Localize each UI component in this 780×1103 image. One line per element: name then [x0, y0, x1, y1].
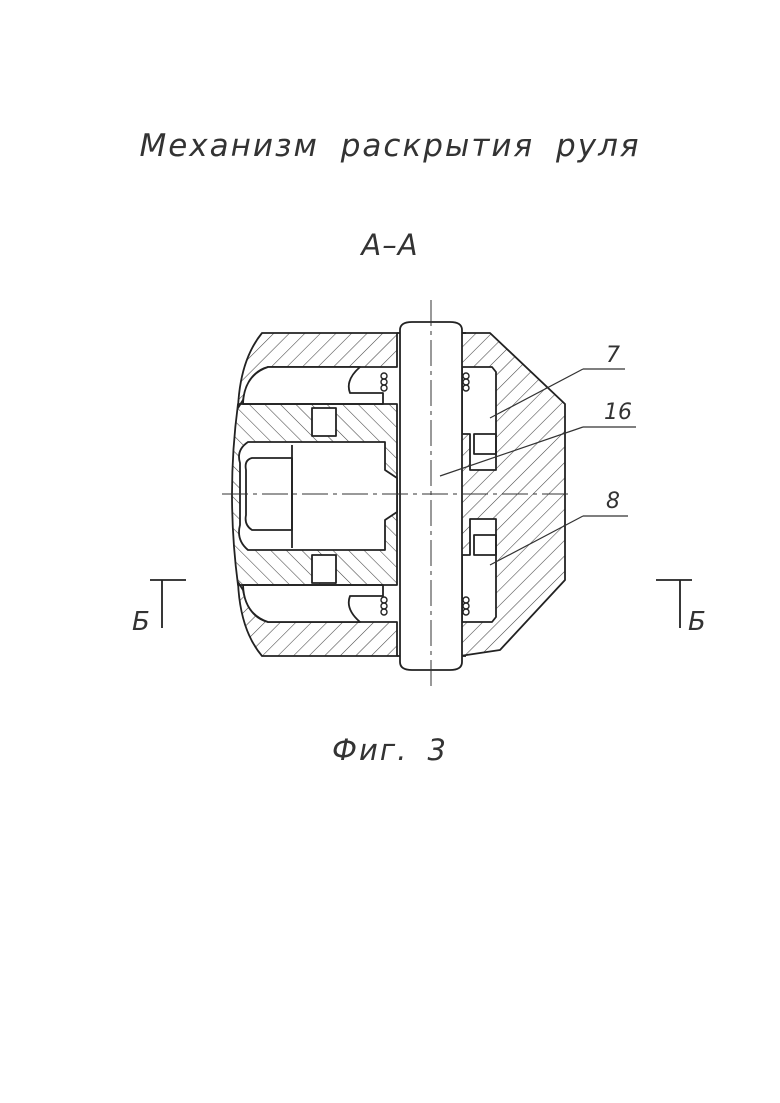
- right-block-bottom: [473, 534, 497, 556]
- section-mark-right: Б: [688, 607, 706, 637]
- drawing-title: Механизм раскрытия руля: [139, 128, 641, 164]
- right-block-top: [473, 433, 497, 455]
- figure-caption: Фиг. 3: [332, 733, 448, 767]
- left-recess: [238, 441, 398, 551]
- slot-top: [311, 407, 337, 437]
- cavity-top: [242, 366, 384, 405]
- callout-16: 16: [604, 400, 632, 425]
- spring-icon: [380, 372, 470, 616]
- inner-plug: [244, 457, 293, 531]
- cavity-bottom: [242, 584, 384, 623]
- callout-7: 7: [606, 343, 620, 368]
- central-shaft: [399, 321, 463, 671]
- section-mark-left: Б: [132, 607, 150, 637]
- section-label: А–А: [361, 228, 419, 262]
- right-pocket-top: [461, 366, 497, 471]
- right-pocket-bottom: [461, 518, 497, 623]
- slot-bottom: [311, 554, 337, 584]
- callout-8: 8: [606, 489, 620, 514]
